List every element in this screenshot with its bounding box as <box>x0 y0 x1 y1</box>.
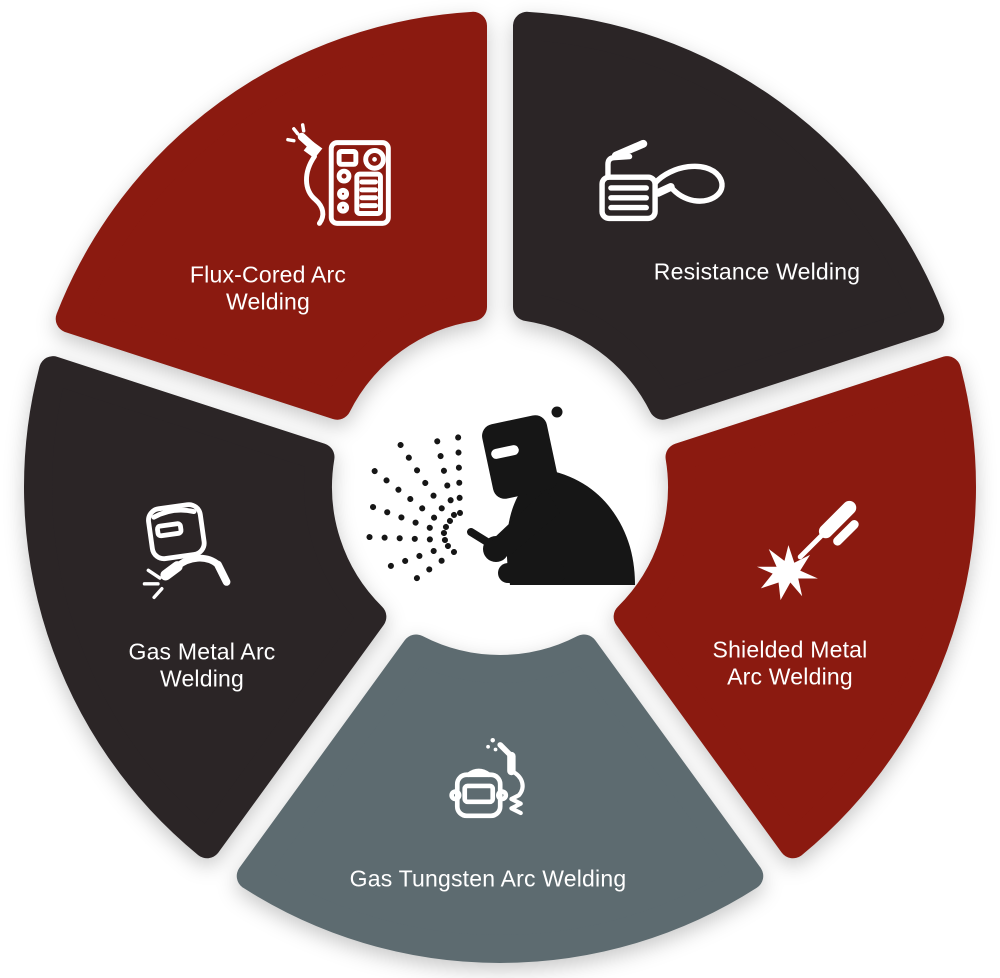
electrode-holder-spark-icon <box>756 500 859 601</box>
welder-silhouette <box>467 406 635 585</box>
spot-welding-gun-icon <box>599 139 725 222</box>
segment-flux-cored-arc-welding <box>55 11 487 420</box>
welding-machine-icon <box>286 123 391 226</box>
segment-shielded-metal-arc-welding <box>613 356 976 859</box>
mig-helmet-gun-icon <box>142 502 231 600</box>
segment-gas-metal-arc-welding <box>24 356 387 859</box>
segment-resistance-welding <box>513 11 945 420</box>
label-gas-tungsten-arc-welding: Gas Tungsten Arc Welding <box>349 865 627 892</box>
label-shielded-metal-arc-welding: Shielded Metal Arc Welding <box>712 636 868 689</box>
welding-torch <box>467 528 496 549</box>
tig-helmet-torch-icon <box>449 737 525 819</box>
label-gas-metal-arc-welding: Gas Metal Arc Welding <box>128 638 276 691</box>
helmet-visor-slit <box>491 445 519 459</box>
label-flux-cored-arc-welding: Flux-Cored Arc Welding <box>189 261 347 314</box>
welder-working-icon <box>359 406 635 586</box>
label-resistance-welding: Resistance Welding <box>653 258 861 285</box>
spark-burst <box>756 545 818 601</box>
helmet-knob <box>551 406 563 418</box>
spark-dots <box>359 424 463 586</box>
